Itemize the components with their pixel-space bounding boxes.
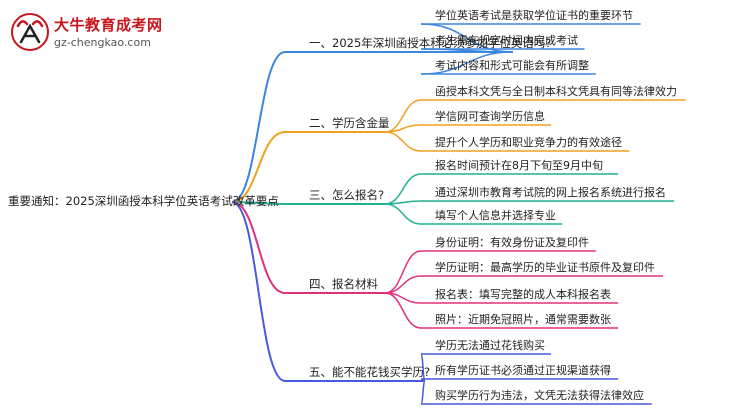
- leaf-connector: [384, 131, 422, 152]
- leaf-topic: 通过深圳市教育考试院的网上报名系统进行报名: [435, 186, 666, 199]
- leaf-topic: 报名时间预计在8月下旬至9月中旬: [435, 159, 603, 172]
- leaf-topic: 学位英语考试是获取学位证书的重要环节: [435, 9, 633, 22]
- branch-topic: 五、能不能花钱买学历?: [309, 365, 431, 379]
- leaf-topic: 提升个人学历和职业竞争力的有效途径: [435, 136, 622, 149]
- logo-url: gz-chengkao.com: [54, 36, 151, 49]
- leaf-topic: 购买学历行为违法，文凭无法获得法律效应: [435, 389, 644, 402]
- leaf-topic: 考试内容和形式可能会有所调整: [435, 59, 589, 72]
- leaf-topic: 照片：近期免冠照片，通常需要数张: [435, 313, 611, 326]
- bull-logo-icon: [11, 13, 49, 51]
- leaf-topic: 考生需在规定时间内完成考试: [435, 34, 578, 47]
- leaf-connector: [384, 292, 422, 329]
- leaf-connector: [420, 23, 514, 53]
- site-logo[interactable]: 大牛教育成考网 gz-chengkao.com: [10, 10, 170, 54]
- leaf-connector: [384, 173, 422, 205]
- connector-lines: [231, 23, 686, 405]
- leaf-connector: [384, 250, 422, 294]
- branch-connector: [231, 201, 286, 382]
- leaf-topic: 填写个人信息并选择专业: [435, 209, 556, 222]
- leaf-connector: [420, 380, 426, 405]
- leaf-topic: 报名表：填写完整的成人本科报名表: [435, 288, 611, 301]
- branch-topic: 一、2025年深圳函授本科必须参加学位英语吗?: [309, 36, 552, 50]
- logo-title: 大牛教育成考网: [54, 16, 163, 34]
- branch-topic: 三、怎么报名?: [309, 188, 385, 202]
- branch-topic: 四、报名材料: [309, 277, 378, 291]
- branch-connector: [231, 201, 286, 294]
- leaf-connector: [384, 124, 422, 133]
- leaf-connector: [384, 275, 422, 294]
- leaf-topic: 函授本科文凭与全日制本科文凭具有同等法律效力: [435, 85, 677, 98]
- leaf-topic: 所有学历证书必须通过正规渠道获得: [435, 364, 611, 377]
- branch-connector: [231, 131, 286, 203]
- leaf-topic: 学信网可查询学历信息: [435, 110, 545, 123]
- leaf-topic: 学历证明：最高学历的毕业证书原件及复印件: [435, 261, 655, 274]
- branch-connector: [231, 201, 286, 205]
- leaf-topic: 身份证明：有效身份证及复印件: [435, 236, 589, 249]
- root-topic: 重要通知：2025深圳函授本科学位英语考试改革要点: [8, 194, 279, 208]
- leaf-connector: [384, 99, 422, 133]
- branch-topic: 二、学历含金量: [309, 116, 390, 130]
- leaf-topic: 学历无法通过花钱购买: [435, 339, 545, 352]
- branch-connector: [231, 51, 286, 203]
- leaf-connector: [384, 203, 422, 225]
